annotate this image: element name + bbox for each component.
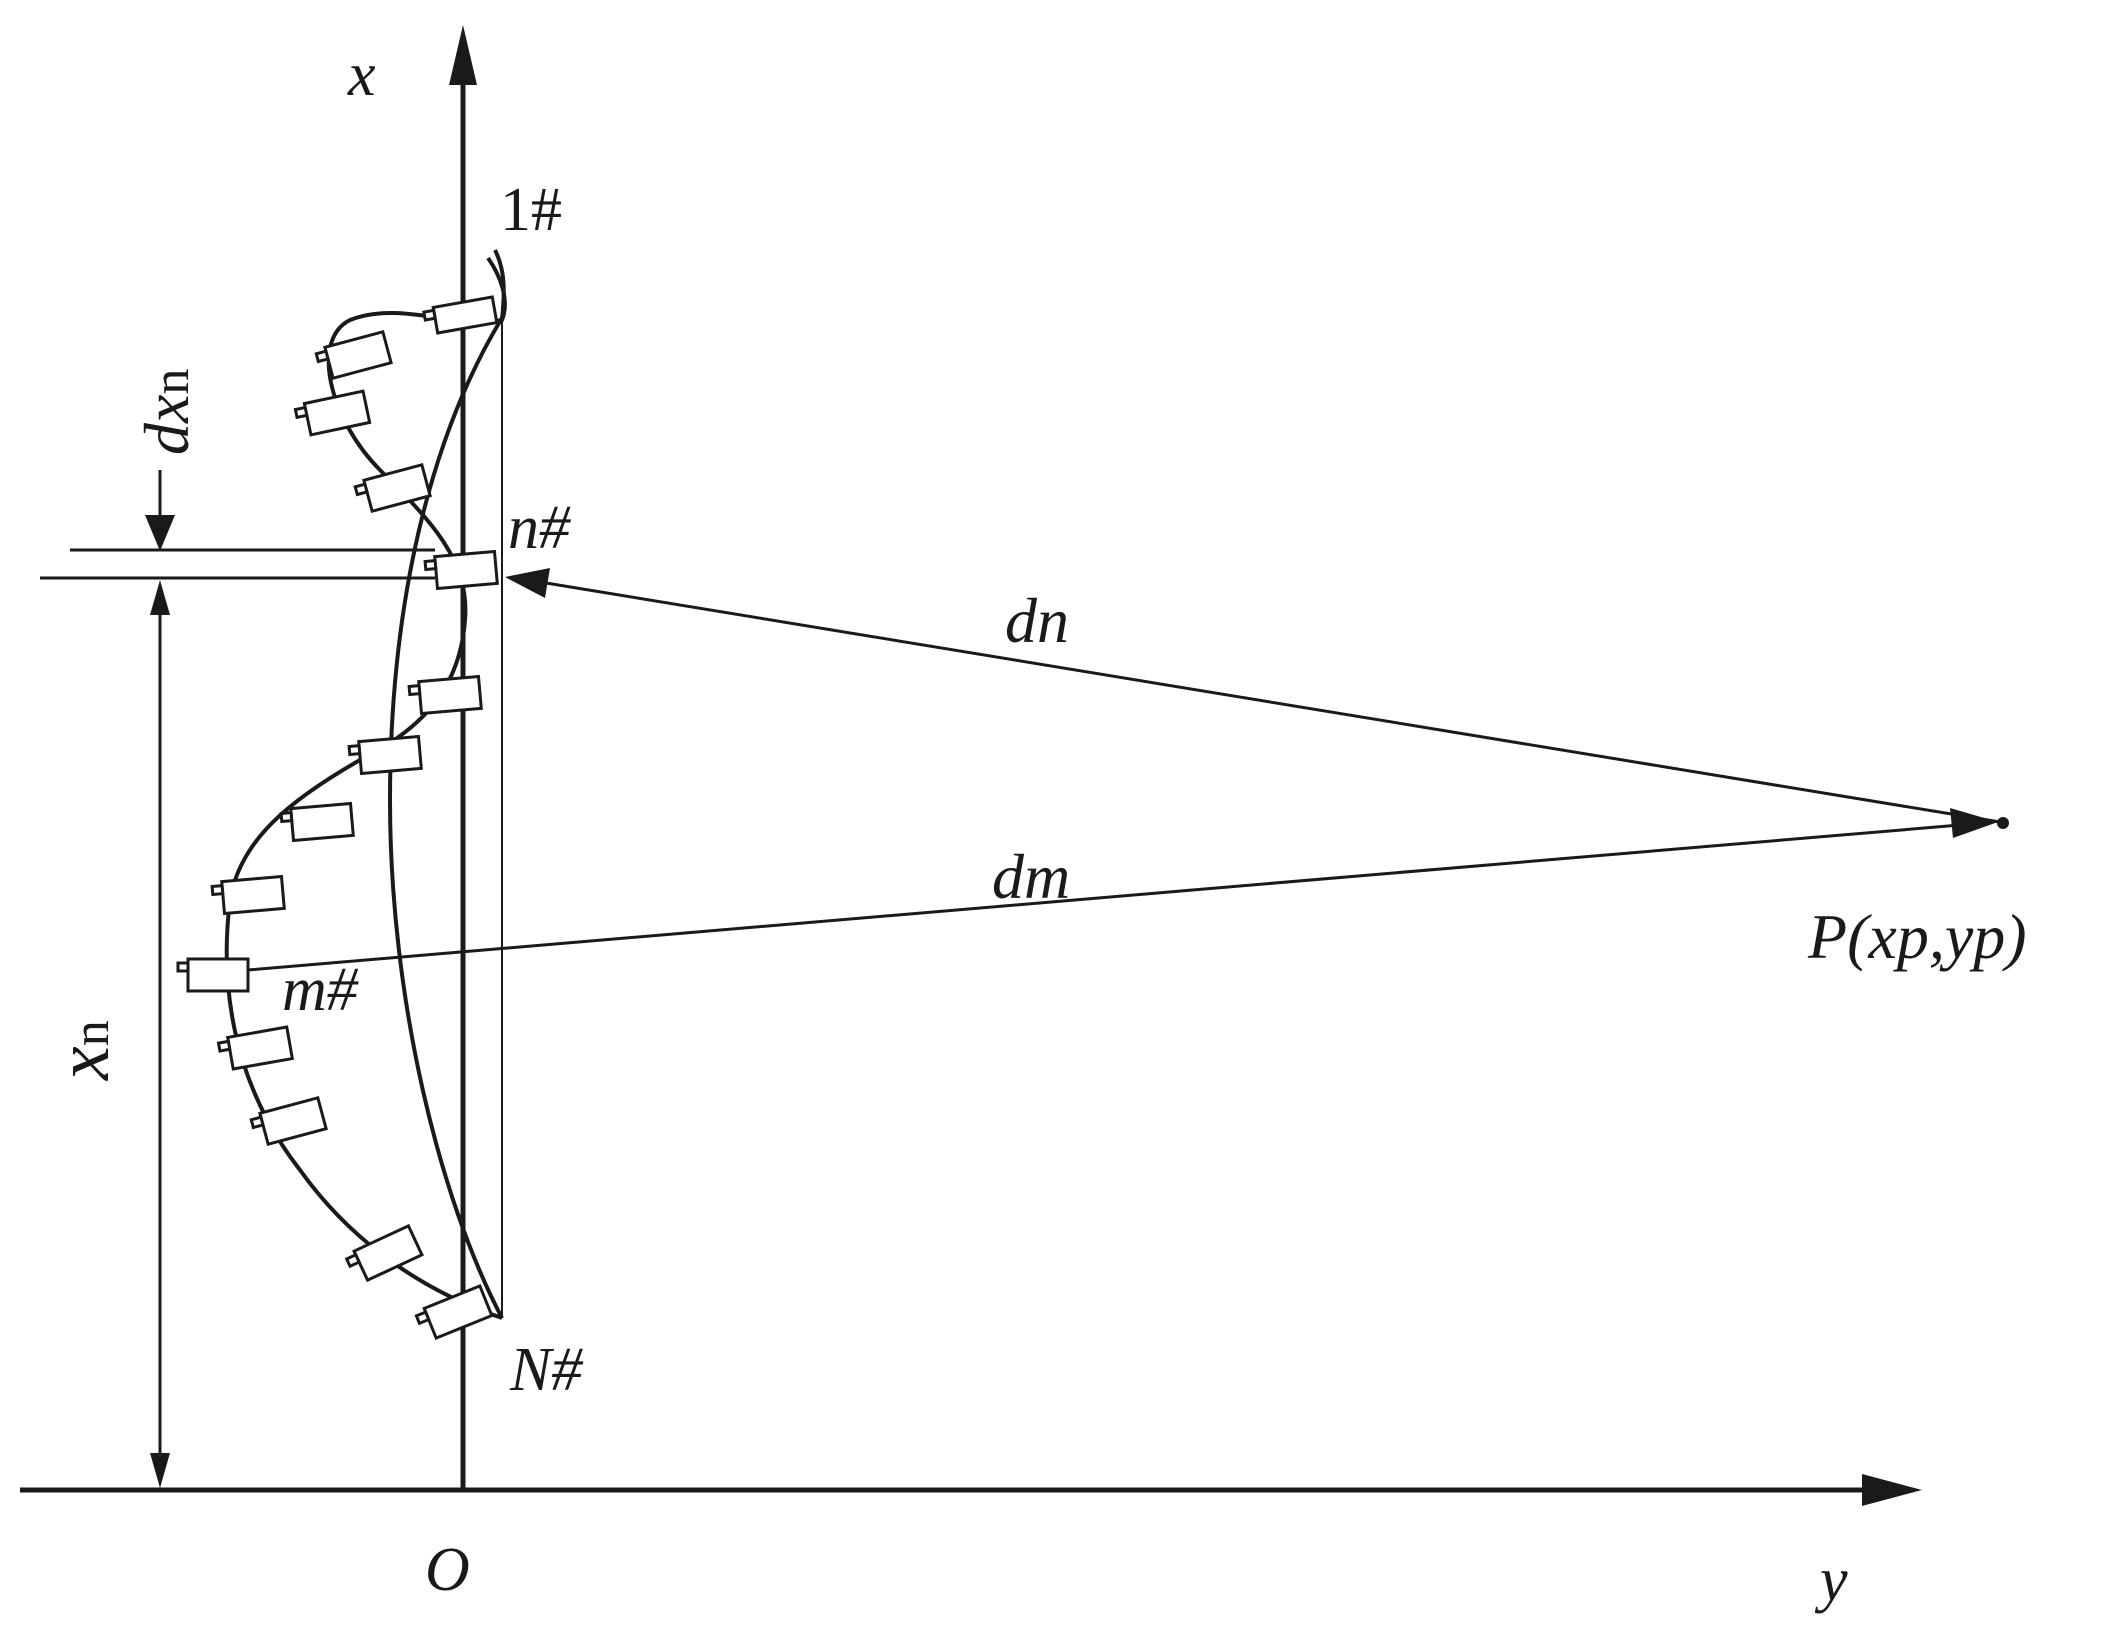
label-1-hash: 1# <box>500 176 562 244</box>
label-n-hash: n# <box>508 494 571 562</box>
support-4 <box>353 462 432 514</box>
x-axis-label: x <box>347 41 376 109</box>
support-6 <box>407 674 483 716</box>
x-axis-arrowhead <box>449 25 477 85</box>
support-3 <box>293 389 372 437</box>
bow-curve <box>387 316 504 1319</box>
dm-label: dm <box>992 841 1070 912</box>
support-11 <box>216 1025 295 1071</box>
dn-line <box>539 580 2001 824</box>
dn-arrowhead <box>505 568 550 598</box>
label-m-hash: m# <box>282 956 359 1024</box>
support-1 <box>422 295 499 335</box>
support-13 <box>344 1223 424 1283</box>
origin-label: O <box>425 1536 470 1604</box>
xn-label: xn <box>41 1020 125 1081</box>
y-axis-label: y <box>1814 1546 1848 1614</box>
xn-label-sub: n <box>63 1020 120 1046</box>
dm-arrowhead <box>1950 808 1998 838</box>
support-7 <box>347 734 423 776</box>
support-N <box>414 1283 494 1341</box>
dxn-label: dxn <box>131 369 202 455</box>
point-p-label: P(xp,yp) <box>1807 901 2027 972</box>
support-12 <box>249 1095 328 1147</box>
support-9 <box>210 874 286 916</box>
y-axis-arrowhead <box>1862 1474 1922 1506</box>
label-N-hash: N# <box>509 1336 583 1404</box>
xn-arrowhead-bottom <box>150 1453 170 1488</box>
xn-label-main: x <box>41 1046 125 1081</box>
dxn-label-main: dx <box>131 395 202 455</box>
support-8 <box>279 801 355 843</box>
dxn-label-sub: n <box>143 369 200 395</box>
support-2 <box>314 329 393 381</box>
support-n <box>423 549 499 591</box>
curve-top-tick <box>493 249 506 321</box>
support-m <box>176 957 250 993</box>
point-p-marker <box>1997 817 2009 829</box>
xn-arrowhead-top <box>150 580 170 615</box>
dm-line <box>247 823 1961 972</box>
dn-label: dn <box>1005 585 1069 656</box>
